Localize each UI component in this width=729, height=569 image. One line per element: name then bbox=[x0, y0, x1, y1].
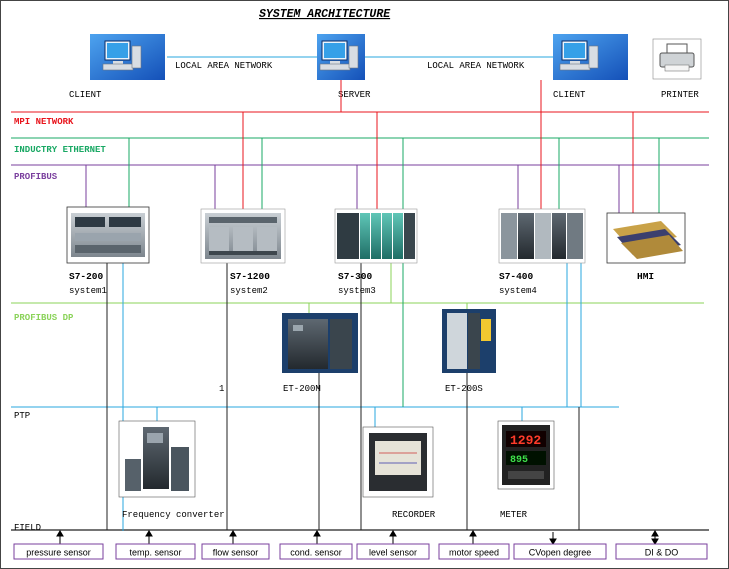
server-label: SERVER bbox=[338, 90, 371, 100]
printer-label: PRINTER bbox=[661, 90, 699, 100]
server-computer-icon bbox=[317, 34, 365, 80]
frequency-converter-icon bbox=[118, 420, 196, 498]
client-computer-right-icon bbox=[553, 34, 628, 80]
client-computer-left-icon bbox=[90, 34, 165, 80]
plc-system-label: system1 bbox=[69, 286, 107, 296]
sensor-box-flow bbox=[201, 543, 270, 560]
field-drops bbox=[106, 263, 580, 530]
sensor-box-pressure bbox=[13, 543, 104, 560]
meter-icon bbox=[497, 420, 555, 490]
sensor-label: level sensor bbox=[369, 548, 417, 558]
meter-display-bottom: 895 bbox=[510, 455, 528, 466]
sensor-label: flow sensor bbox=[213, 548, 259, 558]
lan-label-left: LOCAL AREA NETWORK bbox=[175, 61, 273, 71]
sensor-box-temp bbox=[115, 543, 196, 560]
plc-model-label: S7-300 bbox=[338, 271, 373, 282]
meter-display-top: 1292 bbox=[510, 433, 541, 448]
sensor-box-cond bbox=[279, 543, 353, 560]
printer-icon bbox=[652, 38, 702, 80]
client-left-label: CLIENT bbox=[69, 90, 102, 100]
sensor-label: motor speed bbox=[449, 548, 499, 558]
plc-system-label: system2 bbox=[230, 286, 268, 296]
industry-ethernet-label: INDUCTRY ETHERNET bbox=[14, 145, 106, 155]
profibus-dp-drops bbox=[308, 263, 468, 313]
s7-200-plc-icon bbox=[66, 206, 150, 264]
hmi-label: HMI bbox=[637, 271, 654, 282]
plc-system-label: system3 bbox=[338, 286, 376, 296]
profibus-label: PROFIBUS bbox=[14, 172, 58, 182]
sensor-label: DI & DO bbox=[645, 548, 679, 558]
recorder-icon bbox=[362, 426, 434, 498]
client-right-label: CLIENT bbox=[553, 90, 586, 100]
mpi-drops bbox=[242, 80, 634, 213]
lan-label-right: LOCAL AREA NETWORK bbox=[427, 61, 525, 71]
sensor-label: pressure sensor bbox=[26, 548, 91, 558]
sensor-list: pressure sensor temp. sensor flow sensor… bbox=[13, 543, 708, 560]
s7-400-plc-icon bbox=[498, 208, 586, 264]
ethernet-drops bbox=[128, 138, 660, 407]
sensor-label: CVopen degree bbox=[529, 548, 592, 558]
sensor-box-motor bbox=[438, 543, 510, 560]
sensor-connectors bbox=[56, 530, 659, 545]
recorder-label: RECORDER bbox=[392, 510, 436, 520]
plc-model-label: S7-1200 bbox=[230, 271, 270, 282]
profibus-drops bbox=[85, 165, 620, 213]
plc-system-label: system4 bbox=[499, 286, 537, 296]
et-200s-label: ET-200S bbox=[445, 384, 483, 394]
et-200m-label: ET-200M bbox=[283, 384, 321, 394]
frequency-converter-label: Frequency converter bbox=[122, 510, 225, 520]
meter-label: METER bbox=[500, 510, 528, 520]
sensor-label: cond. sensor bbox=[290, 548, 342, 558]
sensor-box-didox bbox=[615, 543, 708, 560]
sensor-box-cv bbox=[513, 543, 607, 560]
et-200m-module-icon bbox=[282, 313, 358, 373]
stray-mark: 1 bbox=[219, 384, 224, 394]
plc-model-label: S7-400 bbox=[499, 271, 534, 282]
s7-300-plc-icon bbox=[334, 208, 418, 264]
mpi-network-label: MPI NETWORK bbox=[14, 117, 74, 127]
diagram-title: SYSTEM ARCHITECTURE bbox=[259, 8, 391, 21]
s7-1200-plc-icon bbox=[200, 208, 286, 264]
sensor-label: temp. sensor bbox=[129, 548, 181, 558]
plc-model-label: S7-200 bbox=[69, 271, 104, 282]
et-200s-module-icon bbox=[442, 309, 496, 373]
ptp-label: PTP bbox=[14, 411, 30, 421]
sensor-box-level bbox=[356, 543, 430, 560]
field-label: FIELD bbox=[14, 523, 41, 533]
profibus-dp-label: PROFIBUS DP bbox=[14, 313, 74, 323]
hmi-panel-icon bbox=[606, 212, 686, 264]
